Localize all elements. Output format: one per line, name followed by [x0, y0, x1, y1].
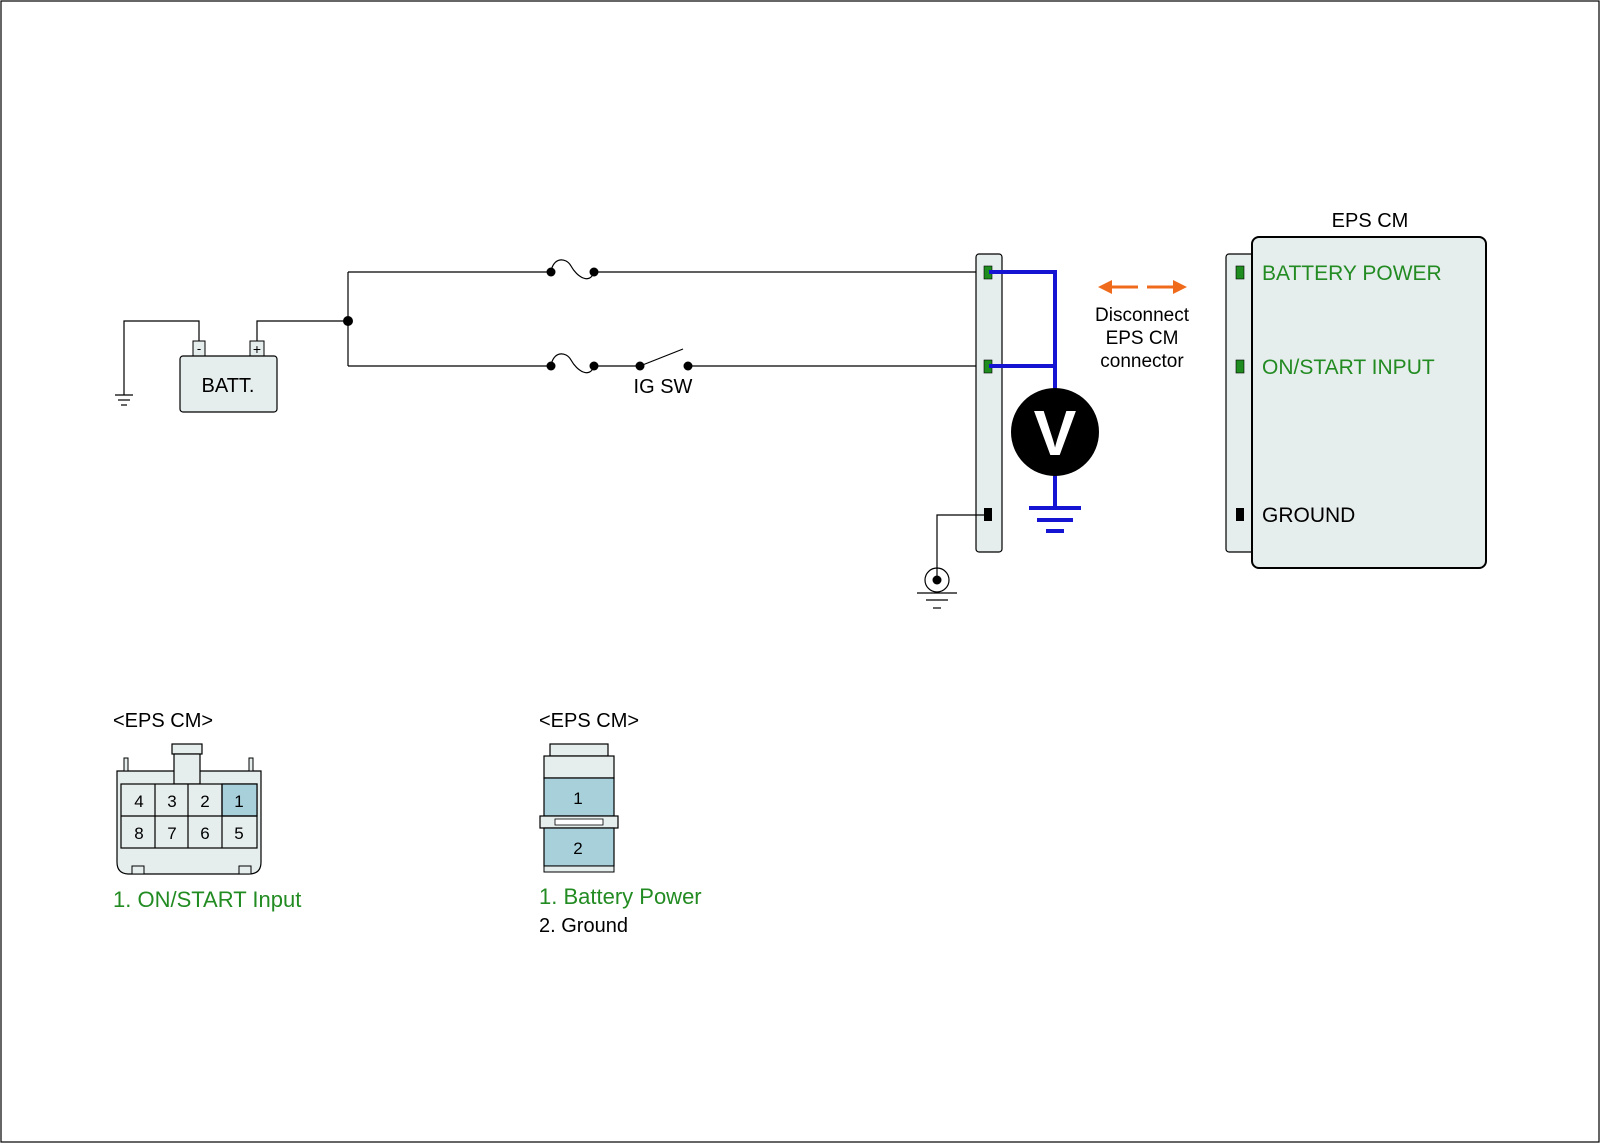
module-pin-on-start	[1235, 359, 1245, 374]
fuse-1	[550, 259, 595, 280]
disconnect-instruction-line3: connector	[1100, 351, 1184, 372]
connector-1-pin: 6	[200, 824, 209, 843]
ignition-switch-label: IG SW	[634, 376, 693, 398]
voltmeter-symbol: V	[1034, 397, 1077, 469]
fuse-1-terminal-a	[546, 267, 556, 277]
battery-label: BATT.	[202, 375, 255, 397]
connector-2-pin-1-cell	[543, 777, 615, 817]
connector-2-legend-2: 2. Ground	[539, 915, 628, 937]
connector-1-foot-left	[131, 865, 145, 875]
ignition-switch-blade	[639, 348, 684, 367]
connector-2-pin: 1	[573, 789, 582, 808]
voltmeter: V	[1011, 388, 1099, 476]
connector-1-latch-body	[173, 753, 201, 785]
disconnect-arrows	[1098, 280, 1187, 294]
connector-1-pin: 7	[167, 824, 176, 843]
connector-1-pin: 1	[234, 792, 243, 811]
fuse-2-terminal-b	[589, 361, 599, 371]
eps-control-module: EPS CM BATTERY POWER ON/START INPUT GROU…	[1225, 210, 1487, 569]
module-title: EPS CM	[1332, 210, 1409, 232]
fuse-1-terminal-b	[589, 267, 599, 277]
battery-positive-wire	[256, 272, 349, 366]
module-pin-label-ground: GROUND	[1262, 504, 1355, 527]
fuse-2-terminal-a	[546, 361, 556, 371]
harness-pin-ground	[984, 508, 992, 521]
fuse-2	[550, 353, 595, 374]
connector-8-pin: <EPS CM> 4 3 2 1 8 7 6 5 1. ON/START Inp…	[113, 710, 301, 912]
chassis-ground	[917, 514, 986, 609]
connector-1-pin: 5	[234, 824, 243, 843]
connector-1-foot-right	[238, 865, 252, 875]
connector-2-divider-slot	[554, 818, 604, 826]
battery-ground-wire	[115, 320, 200, 406]
module-pin-label-battery-power: BATTERY POWER	[1262, 262, 1442, 285]
connector-2-pin-2-cell	[543, 827, 615, 867]
module-pin-ground	[1236, 508, 1244, 521]
measurement-wires	[989, 270, 1081, 533]
connector-2-title: <EPS CM>	[539, 710, 639, 732]
connector-1-title: <EPS CM>	[113, 710, 213, 732]
chassis-ground-point	[932, 575, 942, 585]
ignition-switch-contact-b	[683, 361, 693, 371]
connector-1-pin: 2	[200, 792, 209, 811]
connector-2-latch	[549, 743, 609, 757]
connector-1-guide-right	[248, 757, 254, 772]
battery-minus-sign: -	[197, 341, 201, 356]
battery: - + BATT.	[179, 340, 278, 413]
ignition-circuit	[348, 348, 986, 374]
harness-connector	[975, 253, 1003, 553]
connector-1-pin: 8	[134, 824, 143, 843]
module-body	[1251, 236, 1487, 569]
disconnect-instruction-line1: Disconnect	[1095, 305, 1190, 326]
connector-1-latch	[171, 743, 203, 755]
battery-plus-sign: +	[253, 341, 261, 357]
battery-power-circuit	[348, 259, 986, 280]
connector-1-legend-1: 1. ON/START Input	[113, 887, 301, 912]
connector-2-legend-1: 1. Battery Power	[539, 884, 702, 909]
connector-1-pin: 3	[167, 792, 176, 811]
connector-2-base	[543, 865, 615, 873]
disconnect-instruction-line2: EPS CM	[1106, 328, 1179, 349]
connector-1-guide-left	[123, 757, 129, 772]
battery-body	[179, 355, 278, 413]
module-pin-label-on-start: ON/START INPUT	[1262, 356, 1435, 379]
ignition-switch-contact-a	[635, 361, 645, 371]
splice-point	[343, 316, 353, 326]
connector-1-pin: 4	[134, 792, 143, 811]
module-pin-battery-power	[1235, 265, 1245, 280]
connector-2-pin: <EPS CM> 1 2 1. Battery Power 2. Ground	[539, 710, 702, 937]
connector-2-top	[543, 755, 615, 779]
connector-2-pin: 2	[573, 839, 582, 858]
